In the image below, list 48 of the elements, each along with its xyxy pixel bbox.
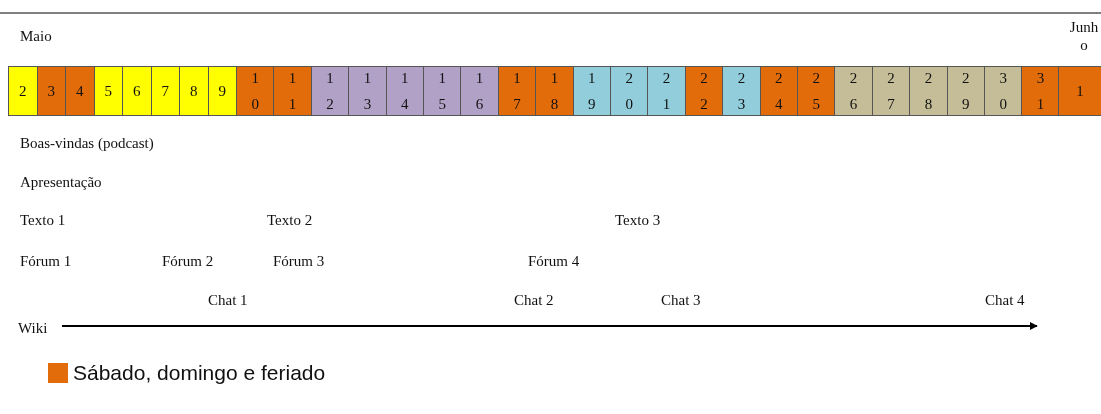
- date-cell: 2: [8, 66, 38, 116]
- activity-label: Chat 1: [208, 291, 248, 309]
- date-cell: 10: [236, 66, 275, 116]
- date-cell: 30: [984, 66, 1023, 116]
- activity-label: Texto 2: [267, 211, 313, 229]
- date-cell: 25: [797, 66, 836, 116]
- activity-label: Texto 3: [615, 211, 661, 229]
- date-cell: 31: [1021, 66, 1060, 116]
- date-cell: 22: [684, 66, 724, 116]
- date-cell: 29: [946, 66, 985, 116]
- date-cell: 17: [497, 66, 537, 116]
- activity-label: Fórum 2: [162, 252, 214, 270]
- month-label: Junho: [1068, 18, 1100, 54]
- activity-label: Fórum 4: [528, 252, 580, 270]
- date-cell: 1: [1058, 66, 1101, 116]
- date-cell: 18: [535, 66, 574, 116]
- legend-label: Sábado, domingo e feriado: [73, 361, 326, 385]
- date-cell: 5: [93, 66, 123, 116]
- date-cell: 16: [460, 66, 499, 116]
- activity-label: Fórum 3: [273, 252, 325, 270]
- date-cell: 4: [65, 66, 95, 116]
- date-cell: 12: [310, 66, 350, 116]
- date-cell: 20: [610, 66, 649, 116]
- date-cell: 21: [647, 66, 686, 116]
- date-cell: 3: [36, 66, 66, 116]
- date-cell: 13: [348, 66, 387, 116]
- date-cell: 8: [179, 66, 209, 116]
- date-cell: 28: [909, 66, 948, 116]
- activity-label: Wiki: [18, 319, 48, 337]
- month-label: Maio: [20, 27, 52, 45]
- date-cell: 19: [572, 66, 611, 116]
- date-cell: 14: [385, 66, 424, 116]
- date-cell: 9: [207, 66, 237, 116]
- date-cell: 27: [871, 66, 911, 116]
- activity-label: Chat 4: [985, 291, 1025, 309]
- date-cell: 24: [759, 66, 798, 116]
- date-cell: 26: [834, 66, 873, 116]
- activity-label: Fórum 1: [20, 252, 72, 270]
- date-cell: 11: [273, 66, 312, 116]
- activity-label: Chat 3: [661, 291, 701, 309]
- date-cell: 15: [423, 66, 462, 116]
- activity-label: Texto 1: [20, 211, 66, 229]
- activity-label: Apresentação: [20, 173, 102, 191]
- activity-label: Chat 2: [514, 291, 554, 309]
- date-cell: 7: [150, 66, 180, 116]
- date-cell: 23: [722, 66, 761, 116]
- date-cell: 6: [122, 66, 152, 116]
- activity-label: Boas-vindas (podcast): [20, 134, 154, 152]
